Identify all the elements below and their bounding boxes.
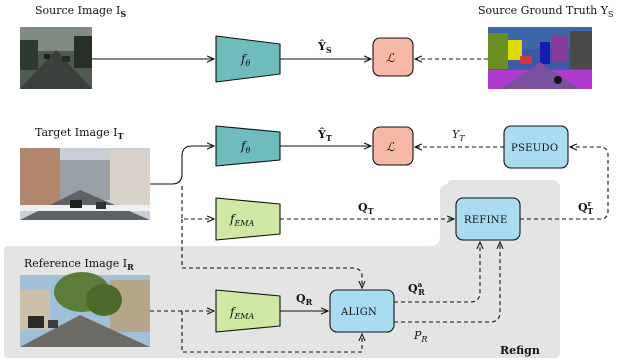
source-ground-truth-image: [488, 27, 592, 89]
edge-label-p-r: PR: [413, 329, 427, 344]
f-ema-block-reference: fEMA: [215, 289, 281, 333]
arrow-align-to-refine-q: [394, 242, 480, 303]
arrow-target-to-ftheta: [150, 146, 214, 185]
edge-label-y-hat-t: ŶT: [317, 127, 332, 143]
edge-label-q-t: QT: [358, 201, 374, 216]
loss-box-target: ℒ: [372, 126, 414, 166]
source-ground-truth-label: Source Ground Truth YS: [478, 4, 613, 19]
pseudo-box: PSEUDO: [503, 125, 569, 169]
arrow-target-to-fema: [181, 186, 214, 219]
svg-text:fEMA: fEMA: [229, 305, 254, 321]
source-image-label: Source Image IS: [35, 4, 126, 19]
edge-label-y-t: YT: [452, 128, 465, 143]
svg-text:fEMA: fEMA: [229, 212, 254, 228]
reference-image: [20, 272, 150, 347]
f-theta-block-source: fθ: [215, 35, 281, 83]
arrow-refine-to-pseudo: [520, 147, 609, 220]
svg-text:REFINE: REFINE: [464, 215, 508, 226]
loss-box-source: ℒ: [372, 37, 414, 77]
align-box: ALIGN: [329, 289, 395, 333]
arrow-target-to-align: [181, 219, 362, 288]
svg-text:ℒ: ℒ: [386, 51, 395, 65]
svg-text:ALIGN: ALIGN: [340, 307, 377, 318]
f-theta-block-target: fθ: [215, 125, 281, 167]
svg-text:PSEUDO: PSEUDO: [511, 143, 558, 154]
edge-label-y-hat-s: ŶS: [317, 39, 332, 55]
f-ema-block-target: fEMA: [215, 197, 281, 241]
reference-image-label: Reference Image IR: [24, 257, 134, 272]
source-image: [20, 27, 92, 89]
svg-text:fθ: fθ: [240, 52, 250, 68]
svg-text:fθ: fθ: [240, 139, 250, 155]
edge-label-q-r: QR: [296, 292, 313, 307]
refign-label: Refign: [500, 344, 540, 357]
arrow-align-to-refine-p: [394, 242, 500, 323]
target-image: [20, 148, 150, 220]
refine-box: REFINE: [455, 197, 521, 241]
target-image-label: Target Image IT: [35, 126, 124, 141]
svg-text:ℒ: ℒ: [386, 140, 395, 154]
